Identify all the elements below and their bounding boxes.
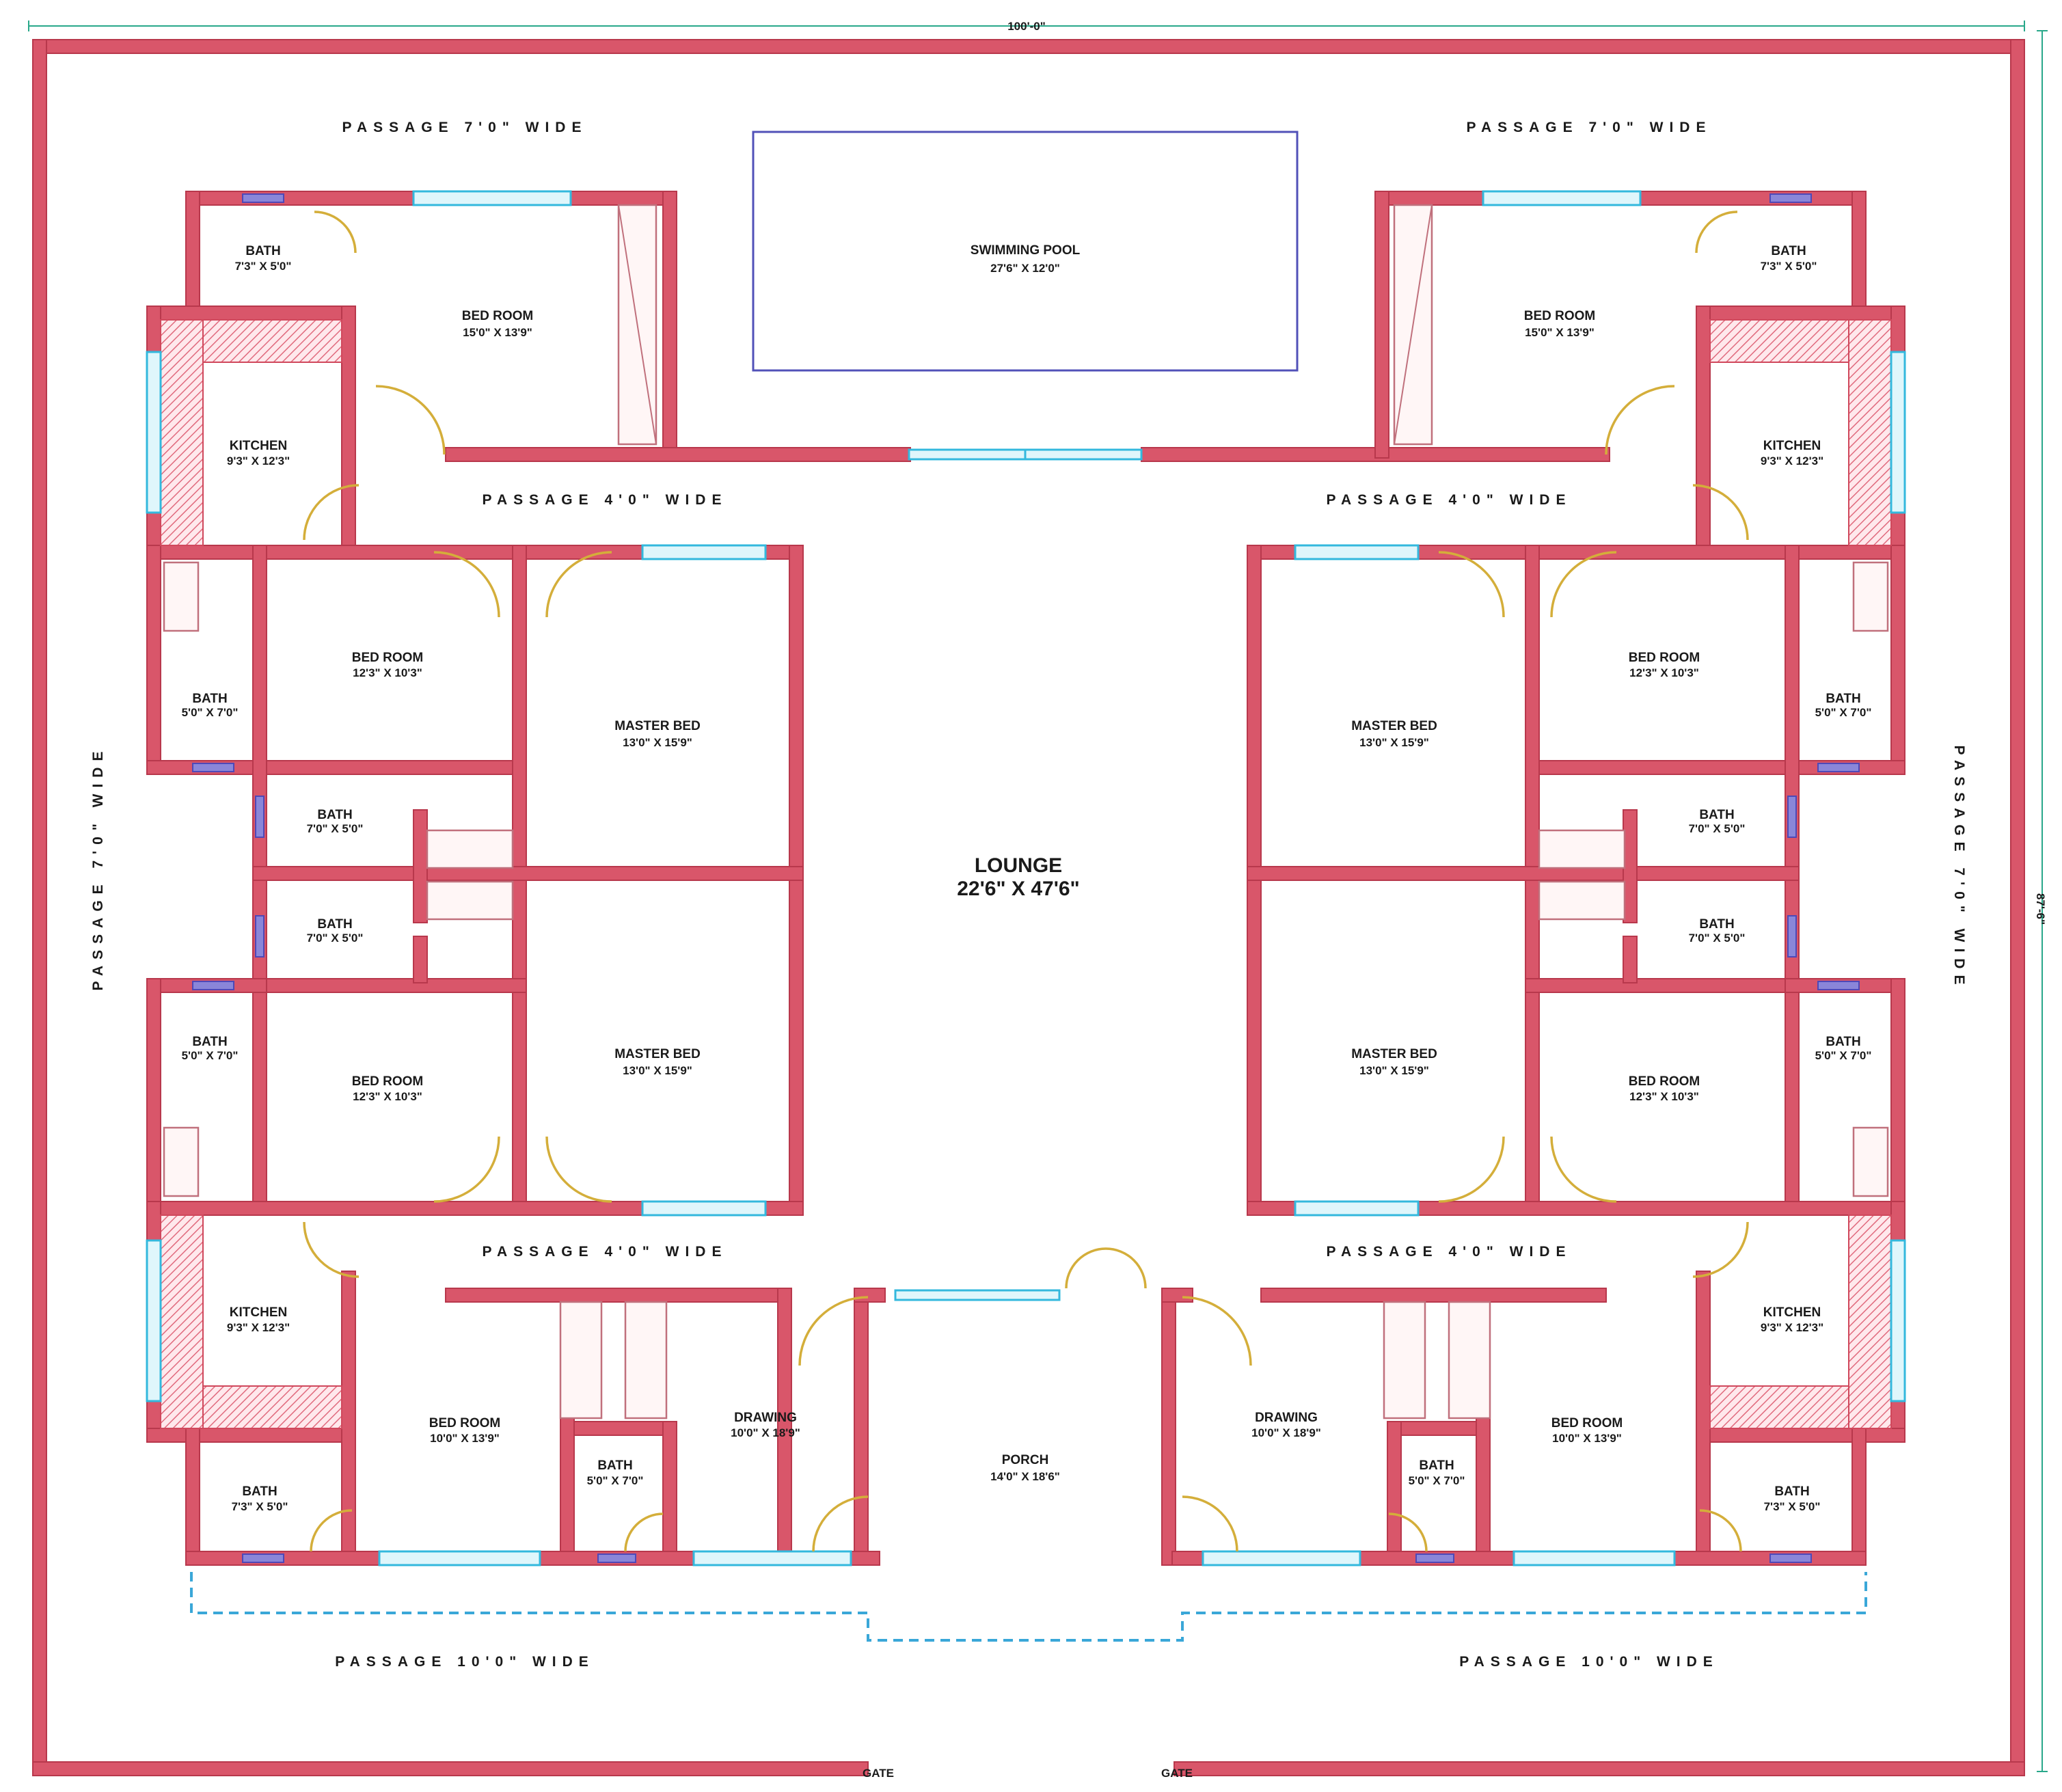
room-name: BATH <box>1771 244 1806 258</box>
room-name: BED ROOM <box>352 1074 424 1089</box>
room-name: BATH <box>1699 808 1734 822</box>
room-dim: 7'3" X 5'0" <box>1764 1500 1821 1513</box>
room-name: MASTER BED <box>1351 719 1437 733</box>
doors <box>303 211 1749 1552</box>
room-dim: 15'0" X 13'9" <box>1525 326 1595 339</box>
room-dim: 13'0" X 15'9" <box>623 736 692 749</box>
lounge-label: LOUNGE 22'6" X 47'6" <box>957 854 1080 900</box>
room-dim: 7'0" X 5'0" <box>1689 932 1746 945</box>
room-name: BATH <box>317 917 352 932</box>
room-name: BATH <box>1699 917 1734 932</box>
room-name: BATH <box>192 692 227 706</box>
room-dim: 12'3" X 10'3" <box>353 666 422 679</box>
room-name: BED ROOM <box>1629 651 1700 665</box>
room-name: DRAWING <box>1255 1411 1318 1425</box>
room-dim: 13'0" X 15'9" <box>623 1064 692 1077</box>
passage-side-right: PASSAGE 7'0" WIDE <box>1951 746 1967 991</box>
room-dim: 7'0" X 5'0" <box>1689 822 1746 835</box>
pool-dim: 27'6" X 12'0" <box>990 262 1060 275</box>
pool-name: SWIMMING POOL <box>971 243 1081 258</box>
room-name: KITCHEN <box>230 1305 287 1320</box>
lounge-name: LOUNGE <box>975 854 1062 877</box>
passage-mid-upper-right: PASSAGE 4'0" WIDE <box>1327 492 1572 508</box>
passage-mid-lower-left: PASSAGE 4'0" WIDE <box>483 1244 728 1260</box>
room-dim: 7'0" X 5'0" <box>307 822 364 835</box>
windows <box>146 190 1906 1566</box>
porch-label: PORCH 14'0" X 18'6" <box>990 1453 1060 1483</box>
room-name: BATH <box>1826 1035 1860 1049</box>
room-dim: 9'3" X 12'3" <box>227 1321 290 1334</box>
overall-width-label: 100'-0" <box>1007 20 1046 33</box>
room-name: BED ROOM <box>352 651 424 665</box>
dimension-lines: 100'-0" 87'-6" <box>28 20 2048 1772</box>
room-name: BED ROOM <box>1629 1074 1700 1089</box>
room-dim: 10'0" X 13'9" <box>1552 1432 1622 1445</box>
gate-right-label: GATE <box>1161 1767 1193 1780</box>
room-labels: BATH 7'3" X 5'0" BED ROOM 15'0" X 13'9" … <box>182 244 1872 1513</box>
passage-mid-upper-left: PASSAGE 4'0" WIDE <box>483 492 728 508</box>
room-name: BED ROOM <box>462 309 534 323</box>
room-name: BED ROOM <box>1524 309 1596 323</box>
room-name: MASTER BED <box>614 1047 701 1061</box>
room-dim: 7'3" X 5'0" <box>232 1500 288 1513</box>
porch-name: PORCH <box>1002 1453 1049 1467</box>
passage-bottom-right: PASSAGE 10'0" WIDE <box>1459 1654 1719 1670</box>
room-name: KITCHEN <box>1763 439 1821 453</box>
gate-left-label: GATE <box>863 1767 894 1780</box>
passage-top-left: PASSAGE 7'0" WIDE <box>342 120 588 135</box>
boundary-wall: GATE GATE <box>32 39 2025 1780</box>
wardrobes <box>163 204 1889 1420</box>
room-dim: 10'0" X 18'9" <box>1251 1426 1321 1439</box>
room-dim: 9'3" X 12'3" <box>1761 1321 1823 1334</box>
room-name: KITCHEN <box>230 439 287 453</box>
room-dim: 13'0" X 15'9" <box>1359 1064 1429 1077</box>
room-dim: 9'3" X 12'3" <box>227 454 290 467</box>
room-name: BATH <box>1419 1458 1454 1473</box>
room-name: KITCHEN <box>1763 1305 1821 1320</box>
room-name: BATH <box>317 808 352 822</box>
room-name: BATH <box>1826 692 1860 706</box>
room-name: BATH <box>597 1458 632 1473</box>
room-name: BATH <box>245 244 280 258</box>
passage-labels: PASSAGE 7'0" WIDE PASSAGE 7'0" WIDE PASS… <box>90 120 1967 1670</box>
room-dim: 7'3" X 5'0" <box>235 260 292 273</box>
room-dim: 5'0" X 7'0" <box>587 1474 644 1487</box>
room-name: BATH <box>1774 1484 1809 1499</box>
room-dim: 13'0" X 15'9" <box>1359 736 1429 749</box>
room-dim: 5'0" X 7'0" <box>1815 1049 1872 1062</box>
room-dim: 12'3" X 10'3" <box>1629 1090 1699 1103</box>
porch-steps <box>190 1572 1867 1642</box>
overall-depth-label: 87'-6" <box>2034 893 2047 925</box>
passage-mid-lower-right: PASSAGE 4'0" WIDE <box>1327 1244 1572 1260</box>
room-dim: 15'0" X 13'9" <box>463 326 532 339</box>
swimming-pool: SWIMMING POOL 27'6" X 12'0" <box>752 131 1299 372</box>
room-dim: 7'0" X 5'0" <box>307 932 364 945</box>
passage-side-left: PASSAGE 7'0" WIDE <box>90 746 106 991</box>
room-name: DRAWING <box>734 1411 797 1425</box>
room-name: BED ROOM <box>429 1416 501 1430</box>
room-dim: 9'3" X 12'3" <box>1761 454 1823 467</box>
room-name: BATH <box>242 1484 277 1499</box>
room-dim: 5'0" X 7'0" <box>1409 1474 1465 1487</box>
room-name: MASTER BED <box>1351 1047 1437 1061</box>
room-dim: 5'0" X 7'0" <box>1815 706 1872 719</box>
room-name: BED ROOM <box>1551 1416 1623 1430</box>
room-name: BATH <box>192 1035 227 1049</box>
room-dim: 5'0" X 7'0" <box>182 706 239 719</box>
room-dim: 5'0" X 7'0" <box>182 1049 239 1062</box>
passage-bottom-left: PASSAGE 10'0" WIDE <box>335 1654 595 1670</box>
room-dim: 10'0" X 18'9" <box>731 1426 800 1439</box>
room-dim: 7'3" X 5'0" <box>1761 260 1817 273</box>
room-dim: 12'3" X 10'3" <box>1629 666 1699 679</box>
room-dim: 10'0" X 13'9" <box>430 1432 500 1445</box>
porch-dim: 14'0" X 18'6" <box>990 1470 1060 1483</box>
lounge-dim: 22'6" X 47'6" <box>957 878 1080 900</box>
room-dim: 12'3" X 10'3" <box>353 1090 422 1103</box>
passage-top-right: PASSAGE 7'0" WIDE <box>1467 120 1712 135</box>
room-name: MASTER BED <box>614 719 701 733</box>
